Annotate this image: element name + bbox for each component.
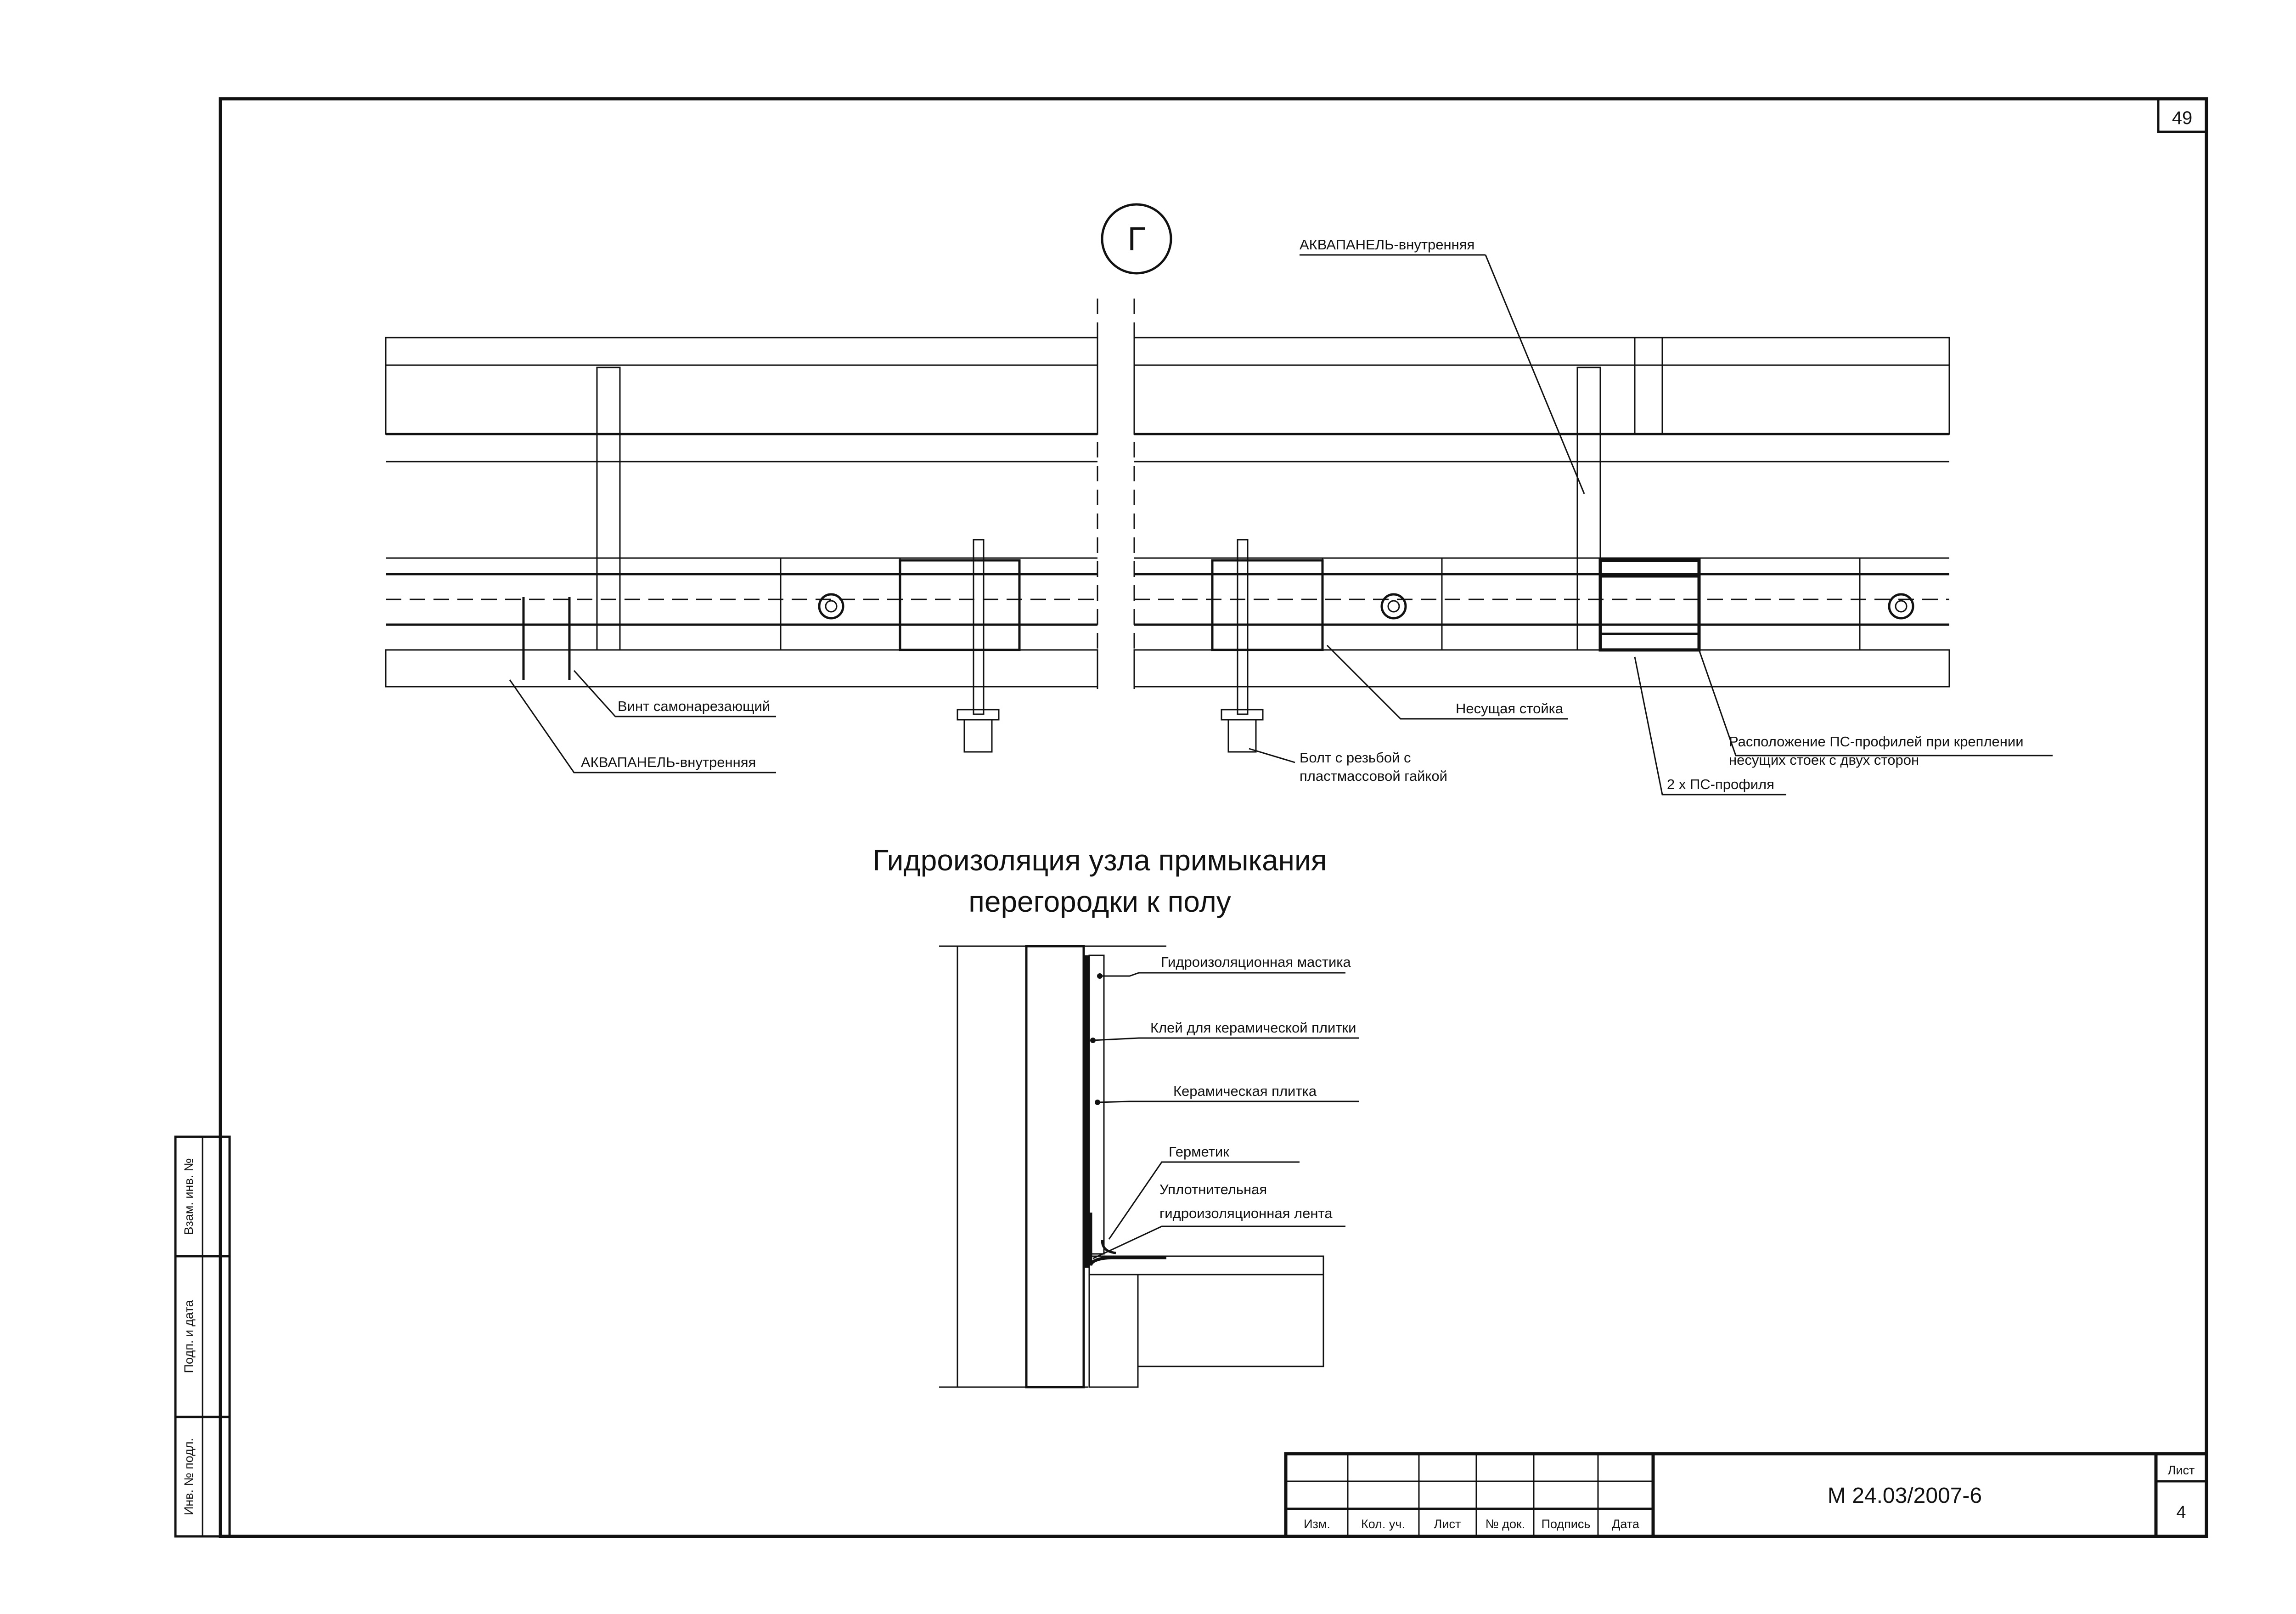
page-number: 49 (2172, 108, 2193, 128)
detail-floor-insulation (1088, 1274, 1139, 1388)
label-tape-1: Уплотнительная (1159, 1181, 1267, 1197)
title-col-date: Дата (1612, 1517, 1640, 1531)
label-tile: Керамическая плитка (1173, 1083, 1317, 1099)
insulation-left (385, 364, 1098, 435)
detail-tape (1089, 1213, 1166, 1266)
label-bolt-2: пластмассовой гайкой (1300, 768, 1447, 784)
detail-title-1: Гидроизоляция узла примыкания (873, 844, 1327, 877)
stamp-replacement-inv: Взам. инв. № (182, 1158, 196, 1235)
detail-panel (1025, 945, 1085, 1388)
top-slab-left (385, 337, 1098, 366)
detail-waterproofing: Гидроизоляция узла примыкания перегородк… (873, 844, 1359, 1388)
stamp-original-inv: Инв. № подл. (182, 1438, 196, 1515)
label-stud: Несущая стойка (1456, 700, 1564, 717)
section-right: АКВАПАНЕЛЬ-внутренняя Несущая стойка Бол… (1133, 237, 2053, 796)
label-screw: Винт самонарезающий (618, 698, 770, 714)
sheet-label: Лист (2168, 1463, 2195, 1477)
drawing-code: М 24.03/2007-6 (1828, 1484, 1982, 1508)
label-panel-right: АКВАПАНЕЛЬ-внутренняя (1300, 237, 1474, 253)
detail-marker-letter: Г (1128, 221, 1146, 258)
detail-marker: Г (1101, 203, 1172, 275)
bolt-left (973, 539, 985, 715)
label-profiles: 2 х ПС-профиля (1667, 776, 1774, 792)
floor-slab-left (385, 649, 1098, 688)
panel-vertical-left (596, 367, 621, 651)
label-tape-2: гидроизоляционная лента (1159, 1205, 1333, 1221)
sheet-number: 4 (2176, 1503, 2186, 1522)
label-glue: Клей для керамической плитки (1150, 1020, 1356, 1036)
anchor-left (818, 593, 844, 620)
label-note-1: Расположение ПС-профилей при креплении (1729, 734, 2024, 750)
title-col-sheet: Лист (1434, 1517, 1461, 1531)
title-col-signature: Подпись (1542, 1517, 1591, 1531)
detail-title-2: перегородки к полу (968, 885, 1231, 918)
label-panel-left: АКВАПАНЕЛЬ-внутренняя (581, 754, 756, 770)
drawing-frame (219, 97, 2208, 1538)
left-stamp: Взам. инв. № Подп. и дата Инв. № подл. (174, 1135, 231, 1538)
insulation-right (1133, 364, 1950, 435)
anchor-right-2 (1888, 593, 1914, 620)
title-col-doc: № док. (1486, 1517, 1525, 1531)
title-col-change: Изм. (1304, 1517, 1330, 1531)
page-number-box: 49 (2157, 97, 2208, 133)
detail-floor-slab (1137, 1274, 1324, 1367)
label-sealant: Герметик (1169, 1144, 1229, 1160)
floor-slab-right (1133, 649, 1950, 688)
label-mastic: Гидроизоляционная мастика (1161, 954, 1351, 970)
bolt-right (1237, 539, 1249, 715)
anchor-right-1 (1380, 593, 1407, 620)
stamp-signature-date: Подп. и дата (182, 1299, 196, 1373)
section-left: Винт самонарезающий АКВАПАНЕЛЬ-внутрення… (385, 299, 1098, 773)
title-block: Изм. Кол. уч. Лист № док. Подпись Дата М… (1284, 1452, 2208, 1538)
panel-vertical-right (1576, 367, 1601, 651)
label-note-2: несущих стоек с двух сторон (1729, 752, 1919, 768)
label-bolt-1: Болт с резьбой с (1300, 750, 1411, 766)
detail-tile (1088, 954, 1105, 1255)
detail-insulation (957, 945, 1027, 1388)
title-col-count: Кол. уч. (1361, 1517, 1405, 1531)
detail-mastic (1084, 955, 1089, 1268)
top-slab-right (1133, 337, 1950, 366)
